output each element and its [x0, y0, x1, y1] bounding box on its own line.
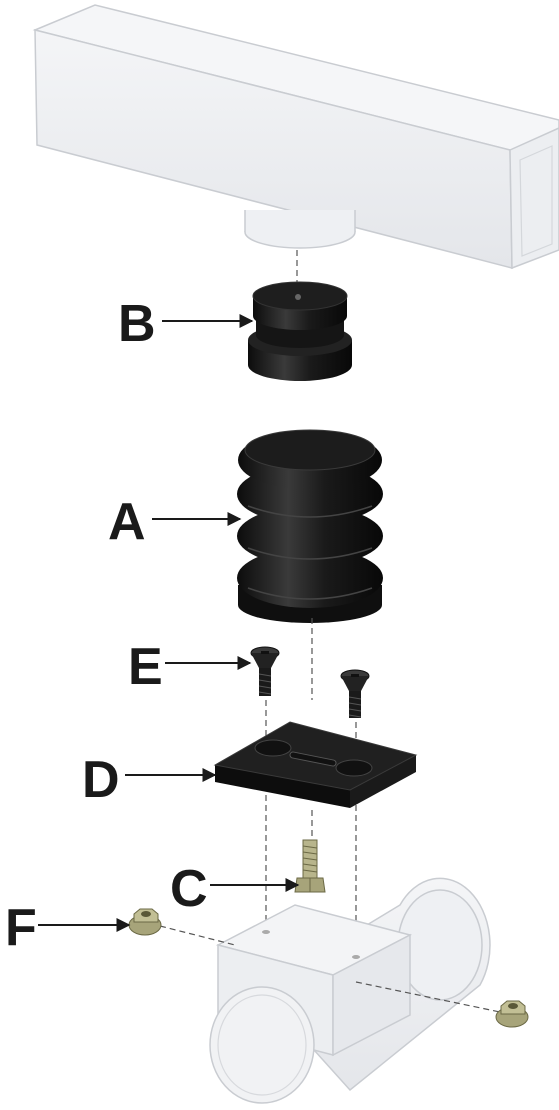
label-d: D [82, 751, 120, 809]
frame-rail [32, 4, 559, 270]
part-c-hex-bolt [294, 839, 326, 893]
label-e: E [128, 638, 163, 696]
part-b-bumper-mount [248, 281, 352, 381]
part-e-screw-left [250, 646, 280, 696]
label-b: B [118, 295, 156, 353]
part-e-screw-right [340, 669, 370, 718]
label-c: C [170, 860, 208, 918]
axle-bracket [209, 877, 491, 1104]
part-f-flange-nut-right [495, 1000, 529, 1028]
part-f-flange-nut-left [128, 908, 162, 936]
alignment-lines-nuts [159, 925, 501, 1013]
callout-arrows [38, 314, 300, 932]
part-a-air-spring [237, 429, 383, 623]
label-a: A [108, 493, 146, 551]
part-d-adapter-plate [213, 721, 418, 808]
label-f: F [5, 899, 37, 957]
